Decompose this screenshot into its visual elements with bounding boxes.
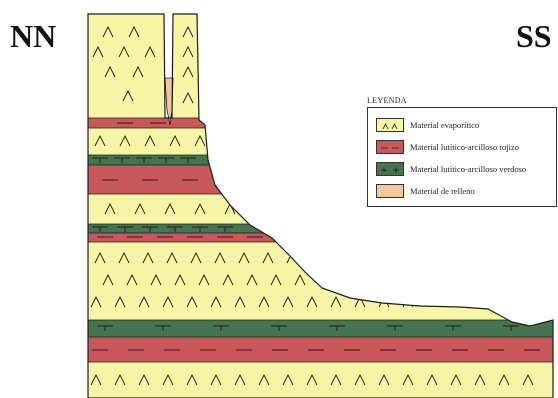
red-clay-layer [80, 337, 558, 362]
evaporite-symbol [335, 253, 345, 263]
green-clay-layer [80, 320, 558, 337]
legend-item-evaporite: Material evaporítico [376, 114, 552, 136]
fill-material-swatch [376, 184, 404, 198]
legend-box: Material evaporítico Material lutítico-a… [367, 107, 557, 207]
legend-label: Material lutítico-arcilloso verdoso [410, 164, 526, 174]
legend-label: Material lutítico-arcilloso rojizo [410, 142, 519, 152]
green-clay-swatch [376, 162, 404, 176]
legend-label: Material de relleno [410, 186, 475, 196]
legend-item-fill-material: Material de relleno [376, 180, 552, 202]
legend-item-green-clay: Material lutítico-arcilloso verdoso [376, 158, 552, 180]
evaporite-symbol [343, 275, 353, 285]
legend-item-red-clay: Material lutítico-arcilloso rojizo [376, 136, 552, 158]
legend: LEYENDA Material evaporítico Material lu… [367, 96, 557, 207]
evaporite-symbol [319, 275, 329, 285]
legend-title: LEYENDA [367, 96, 557, 105]
evaporite-swatch [376, 118, 404, 132]
legend-label: Material evaporítico [410, 120, 479, 130]
green-clay-layer [80, 224, 558, 233]
evaporite-symbol [311, 253, 321, 263]
evaporite-symbol [367, 275, 377, 285]
red-clay-swatch [376, 140, 404, 154]
red-clay-layer [80, 233, 558, 242]
evaporite-layer [80, 362, 558, 398]
